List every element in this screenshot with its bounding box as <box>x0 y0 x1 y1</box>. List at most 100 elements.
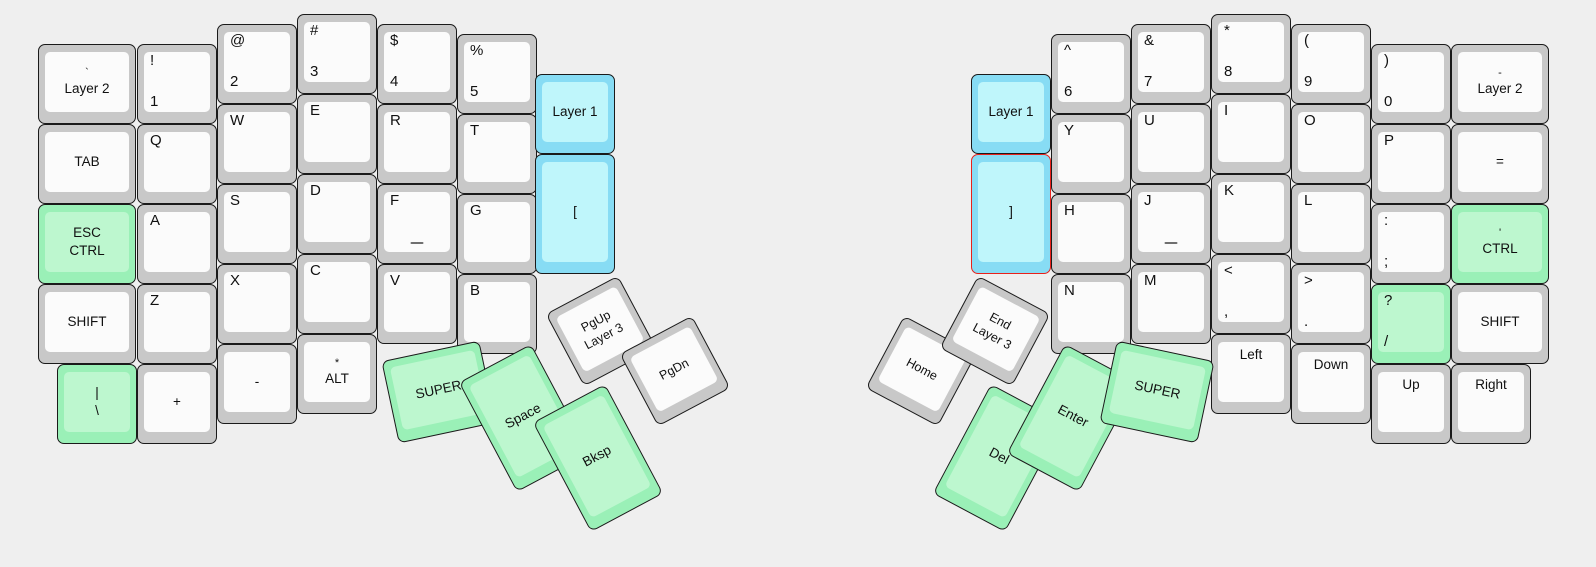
legend-base: F <box>390 192 400 209</box>
key-q[interactable]: Q <box>137 124 217 204</box>
keycap: A <box>144 212 210 272</box>
legend-primary: Del <box>986 444 1012 468</box>
key-layer1-right[interactable]: Layer 1 <box>971 74 1051 154</box>
legend-base: . <box>1304 312 1309 330</box>
key-down[interactable]: Down <box>1291 344 1371 424</box>
key-right[interactable]: Right <box>1451 364 1531 444</box>
key-super-right[interactable]: SUPER <box>1099 340 1215 444</box>
legend-base: 7 <box>1144 72 1153 90</box>
legend-primary: SHIFT <box>67 314 107 330</box>
keycap: Layer 1 <box>542 82 608 142</box>
key-t[interactable]: T <box>457 114 537 194</box>
key-tab[interactable]: TAB <box>38 124 136 204</box>
key-slash[interactable]: ? / <box>1371 284 1451 364</box>
keycap: | \ <box>64 372 130 432</box>
keycap: O <box>1298 112 1364 172</box>
key-p[interactable]: P <box>1371 124 1451 204</box>
key-2[interactable]: @ 2 <box>217 24 297 104</box>
keycap: ! 1 <box>144 52 210 112</box>
key-grave-layer2[interactable]: ` Layer 2 <box>38 44 136 124</box>
keycap: : ; <box>1378 212 1444 272</box>
key-a[interactable]: A <box>137 204 217 284</box>
key-j[interactable]: J <box>1131 184 1211 264</box>
key-i[interactable]: I <box>1211 94 1291 174</box>
keycap: Bksp <box>542 394 652 519</box>
key-period[interactable]: > . <box>1291 264 1371 344</box>
key-b[interactable]: B <box>457 274 537 354</box>
legend-shifted: < <box>1224 262 1233 279</box>
key-3[interactable]: # 3 <box>297 14 377 94</box>
legend-base: B <box>470 282 481 299</box>
keycap: $ 4 <box>384 32 450 92</box>
key-semicolon[interactable]: : ; <box>1371 204 1451 284</box>
key-y[interactable]: Y <box>1051 114 1131 194</box>
keycap: Right <box>1458 372 1524 432</box>
key-u[interactable]: U <box>1131 104 1211 184</box>
keycap: # 3 <box>304 22 370 82</box>
key-comma[interactable]: < , <box>1211 254 1291 334</box>
key-pipe-backslash[interactable]: | \ <box>57 364 137 444</box>
key-4[interactable]: $ 4 <box>377 24 457 104</box>
key-dash-layer2[interactable]: - Layer 2 <box>1451 44 1549 124</box>
legend-primary: Left <box>1239 347 1263 362</box>
key-f[interactable]: F <box>377 184 457 264</box>
key-n[interactable]: N <box>1051 274 1131 354</box>
keycap: K <box>1218 182 1284 242</box>
key-k[interactable]: K <box>1211 174 1291 254</box>
key-minus[interactable]: - <box>217 344 297 424</box>
legend-line-1: | <box>95 385 99 401</box>
legend-base: / <box>1384 332 1389 350</box>
key-left[interactable]: Left <box>1211 334 1291 414</box>
legend-base: 6 <box>1064 82 1073 100</box>
key-g[interactable]: G <box>457 194 537 274</box>
key-5[interactable]: % 5 <box>457 34 537 114</box>
key-9[interactable]: ( 9 <box>1291 24 1371 104</box>
key-equal[interactable]: = <box>1451 124 1549 204</box>
key-up[interactable]: Up <box>1371 364 1451 444</box>
key-d[interactable]: D <box>297 174 377 254</box>
key-h[interactable]: H <box>1051 194 1131 274</box>
keycap: @ 2 <box>224 32 290 92</box>
key-quote-ctrl[interactable]: ' CTRL <box>1451 204 1549 284</box>
key-s[interactable]: S <box>217 184 297 264</box>
key-0[interactable]: ) 0 <box>1371 44 1451 124</box>
key-asterisk-alt[interactable]: * ALT <box>297 334 377 414</box>
key-r[interactable]: R <box>377 104 457 184</box>
key-bracket-left[interactable]: [ <box>535 154 615 274</box>
legend-base: 9 <box>1304 72 1313 90</box>
keycap: [ <box>542 162 608 262</box>
legend-base: M <box>1144 272 1157 289</box>
key-shift-right[interactable]: SHIFT <box>1451 284 1549 364</box>
key-layer1-left[interactable]: Layer 1 <box>535 74 615 154</box>
keycap: S <box>224 192 290 252</box>
legend-shifted: & <box>1144 32 1155 49</box>
key-v[interactable]: V <box>377 264 457 344</box>
legend-base: U <box>1144 112 1155 129</box>
key-l[interactable]: L <box>1291 184 1371 264</box>
keycap: W <box>224 112 290 172</box>
key-1[interactable]: ! 1 <box>137 44 217 124</box>
key-x[interactable]: X <box>217 264 297 344</box>
keycap: T <box>464 122 530 182</box>
key-shift-left[interactable]: SHIFT <box>38 284 136 364</box>
legend-base: O <box>1304 112 1316 129</box>
legend-base: S <box>230 192 241 209</box>
keycap: ESC CTRL <box>45 212 129 272</box>
key-esc-ctrl[interactable]: ESC CTRL <box>38 204 136 284</box>
keycap: D <box>304 182 370 242</box>
key-o[interactable]: O <box>1291 104 1371 184</box>
legend-shifted: ! <box>150 52 155 69</box>
key-bracket-right[interactable]: ] <box>971 154 1051 274</box>
key-m[interactable]: M <box>1131 264 1211 344</box>
key-8[interactable]: * 8 <box>1211 14 1291 94</box>
homing-bump-icon <box>1164 242 1178 244</box>
key-c[interactable]: C <box>297 254 377 334</box>
key-6[interactable]: ^ 6 <box>1051 34 1131 114</box>
legend-base: P <box>1384 132 1395 149</box>
keycap: G <box>464 202 530 262</box>
key-z[interactable]: Z <box>137 284 217 364</box>
key-e[interactable]: E <box>297 94 377 174</box>
key-w[interactable]: W <box>217 104 297 184</box>
key-plus[interactable]: + <box>137 364 217 444</box>
key-7[interactable]: & 7 <box>1131 24 1211 104</box>
